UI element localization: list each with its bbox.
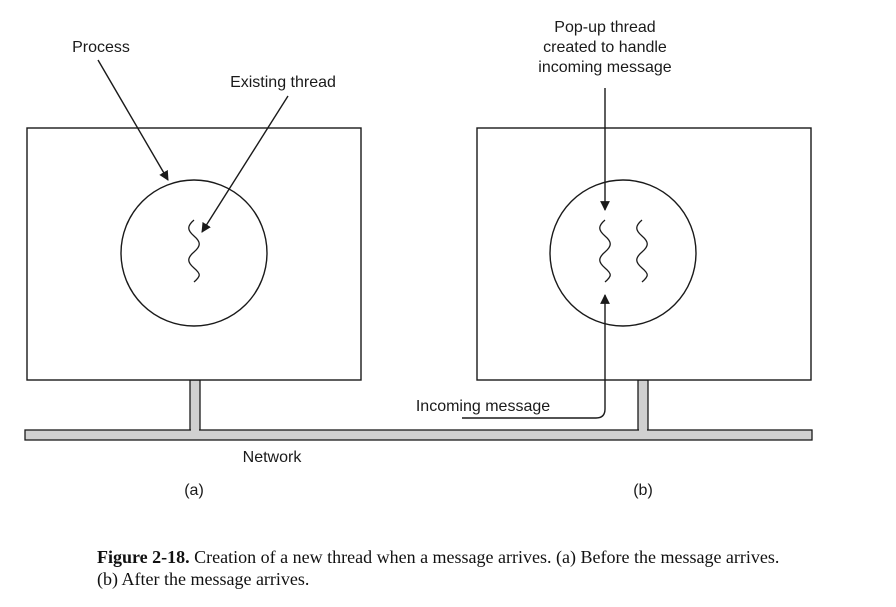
network-stub-a — [189, 379, 201, 433]
popup-thread-label-line2: created to handle — [543, 39, 667, 56]
existing-thread-arrow — [201, 95, 289, 233]
figure-number: Figure 2-18. — [97, 547, 190, 567]
figure-caption: Figure 2-18. Creation of a new thread wh… — [97, 546, 797, 590]
network-bus — [24, 379, 813, 441]
panel-a-label: (a) — [184, 482, 204, 499]
process-label: Process — [72, 39, 130, 56]
thread-squiggle-a — [188, 219, 200, 283]
incoming-message-label: Incoming message — [416, 398, 550, 415]
panel-b-label: (b) — [633, 482, 653, 499]
network-bar — [24, 429, 813, 441]
caption-text: Creation of a new thread when a message … — [97, 547, 780, 589]
process-circle-a — [120, 179, 268, 327]
popup-thread-label-line3: incoming message — [538, 59, 672, 76]
popup-thread-squiggle — [599, 219, 611, 283]
incoming-message-arrow — [462, 294, 610, 419]
machine-a — [26, 59, 362, 381]
thread-squiggle-b — [636, 219, 648, 283]
process-arrow — [97, 59, 169, 181]
machine-b-box — [476, 127, 812, 381]
network-label: Network — [243, 449, 303, 466]
machine-a-box — [26, 127, 362, 381]
process-circle-b — [549, 179, 697, 327]
existing-thread-label: Existing thread — [230, 74, 336, 91]
network-stub-b — [637, 379, 649, 433]
popup-thread-label-line1: Pop-up thread — [554, 19, 655, 36]
machine-b — [462, 88, 812, 419]
